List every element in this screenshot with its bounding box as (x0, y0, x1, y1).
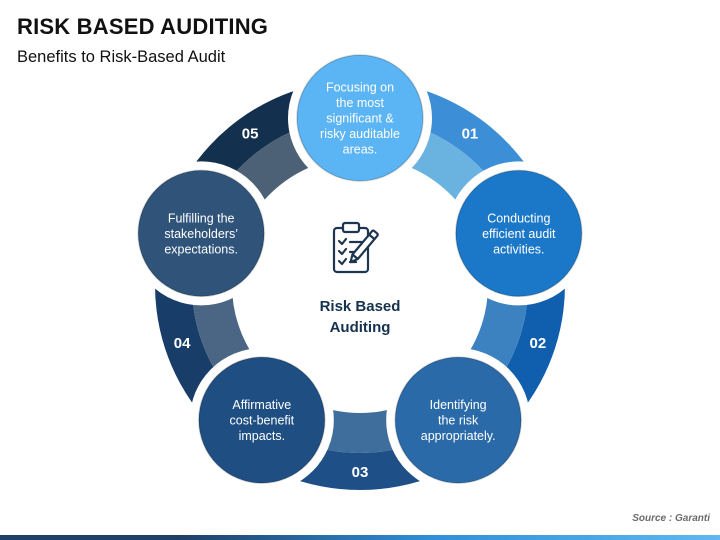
step-number-3: 03 (352, 464, 369, 481)
benefit-text-line: expectations. (164, 242, 238, 256)
source-note: Source : Garanti (632, 513, 710, 524)
benefit-text-line: the most (336, 96, 384, 110)
benefit-text-line: appropriately. (421, 429, 496, 443)
circle-fill (455, 169, 583, 298)
bottom-accent-bar (0, 535, 720, 540)
step-number-1: 01 (462, 126, 479, 143)
step-number-5: 05 (242, 126, 259, 143)
benefit-text-line: the risk (438, 414, 479, 428)
step-number-4: 04 (174, 335, 191, 352)
benefit-text-line: Affirmative (232, 398, 291, 412)
center-hub: Risk Based Auditing (320, 221, 401, 336)
benefit-text-line: risky auditable (320, 127, 400, 141)
slide-title: RISK BASED AUDITING (17, 14, 269, 39)
benefit-text-line: areas. (343, 143, 378, 157)
circle-fill (137, 169, 265, 298)
benefit-text-line: efficient audit (482, 227, 556, 241)
benefit-text-line: significant & (326, 112, 394, 126)
circle-fill (394, 356, 522, 484)
benefit-text-line: Identifying (430, 398, 487, 412)
circle-fill (296, 54, 424, 182)
benefit-text-line: impacts. (239, 429, 286, 443)
circle-fill (198, 356, 326, 484)
clipboard-checklist-pencil-icon (332, 221, 379, 274)
benefit-text-line: Fulfilling the (168, 211, 235, 225)
benefit-text-line: activities. (493, 242, 544, 256)
slide-subtitle: Benefits to Risk-Based Audit (17, 48, 226, 66)
benefit-text-line: cost-benefit (230, 414, 295, 428)
step-number-2: 02 (530, 335, 547, 352)
benefit-text-line: stakeholders’ (164, 227, 238, 241)
center-label-line-1: Risk Based (320, 298, 401, 315)
benefit-text-line: Conducting (487, 211, 550, 225)
benefit-text-line: Focusing on (326, 81, 394, 95)
center-label-line-2: Auditing (330, 319, 391, 336)
benefit-circle-5: Fulfilling the stakeholders’expectations. (129, 161, 274, 306)
